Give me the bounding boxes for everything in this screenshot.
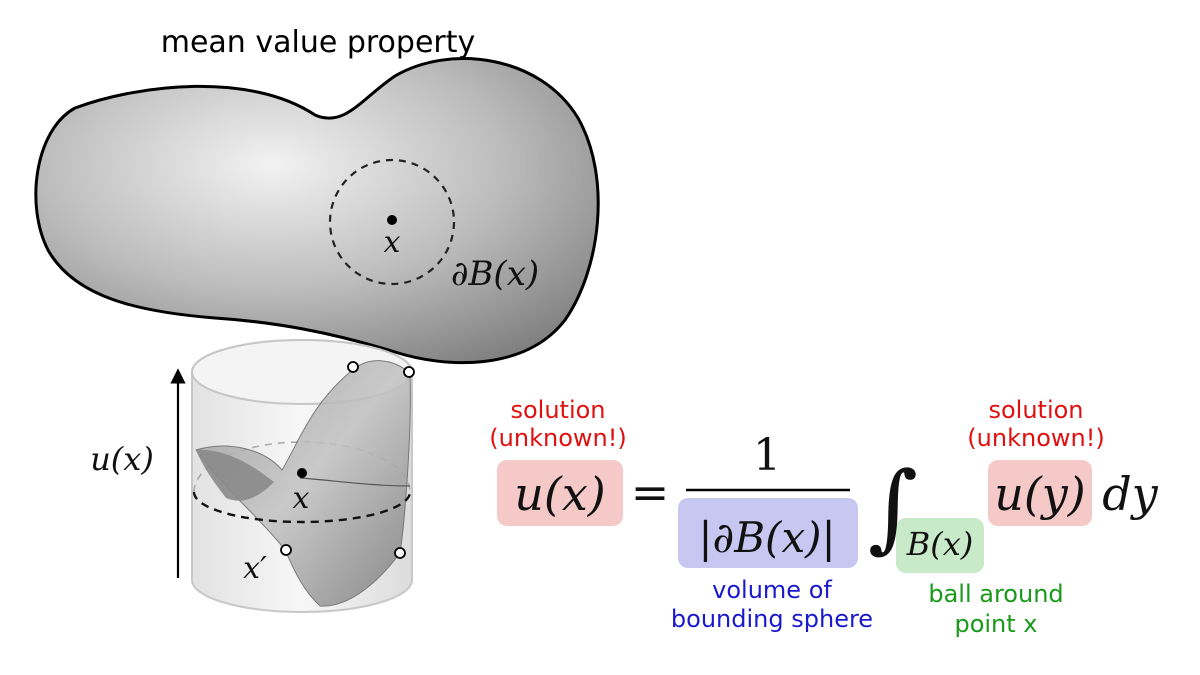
mean-value-equation: u(x) = 1 |∂B(x)| ∫ B(x) u(y) dy — [514, 430, 1158, 563]
surface-crest-line — [299, 477, 411, 487]
lhs-highlight — [497, 460, 623, 526]
integral-sign: ∫ — [868, 451, 918, 563]
harmonic-surface — [195, 360, 411, 607]
equation-lhs: u(x) — [514, 467, 605, 521]
cylinder-center-dot — [297, 468, 307, 478]
integrand-note-line1: solution — [988, 396, 1083, 424]
surface-fold — [196, 449, 274, 501]
integrand-highlight — [988, 460, 1092, 526]
boundary-point-top-right — [403, 366, 415, 378]
sphere-boundary-label: ∂B(x) — [451, 254, 539, 294]
boundary-point-label: x′ — [243, 551, 267, 586]
figure-title: mean value property — [161, 25, 476, 60]
domain-note-line1: ball around — [928, 580, 1063, 608]
equation-equals: = — [631, 465, 670, 519]
sphere-boundary-circle — [328, 158, 456, 286]
center-point-dot — [387, 215, 397, 225]
lhs-note-line1: solution — [510, 396, 605, 424]
boundary-point-right — [394, 547, 406, 559]
integral-domain: B(x) — [906, 525, 974, 563]
domain-blob — [34, 57, 600, 365]
boundary-point-left — [280, 544, 292, 556]
domain-highlight — [896, 518, 984, 573]
integrand-note-line2: (unknown!) — [967, 424, 1104, 452]
lhs-note-line2: (unknown!) — [489, 424, 626, 452]
fraction-numerator: 1 — [753, 430, 781, 481]
level-ellipse-front — [192, 491, 412, 524]
cylinder-illustration: x x′ u(x) — [90, 339, 415, 613]
denominator-highlight — [678, 498, 858, 568]
u-axis-label: u(x) — [90, 440, 154, 478]
cylinder-center-label: x — [293, 481, 310, 516]
boundary-point-top — [347, 361, 359, 373]
equation-annotations: solution (unknown!) solution (unknown!) … — [489, 396, 1104, 638]
domain-center-label: x — [384, 225, 401, 260]
level-ellipse-back — [193, 441, 411, 493]
fraction-denominator: |∂B(x)| — [698, 513, 835, 562]
domain-note-line2: point x — [954, 610, 1037, 638]
denominator-note-line2: bounding sphere — [671, 605, 873, 633]
integrand: u(y) — [994, 467, 1086, 521]
domain-region: x ∂B(x) — [34, 57, 600, 365]
differential: dy — [1102, 467, 1158, 521]
denominator-note-line1: volume of — [712, 576, 832, 604]
